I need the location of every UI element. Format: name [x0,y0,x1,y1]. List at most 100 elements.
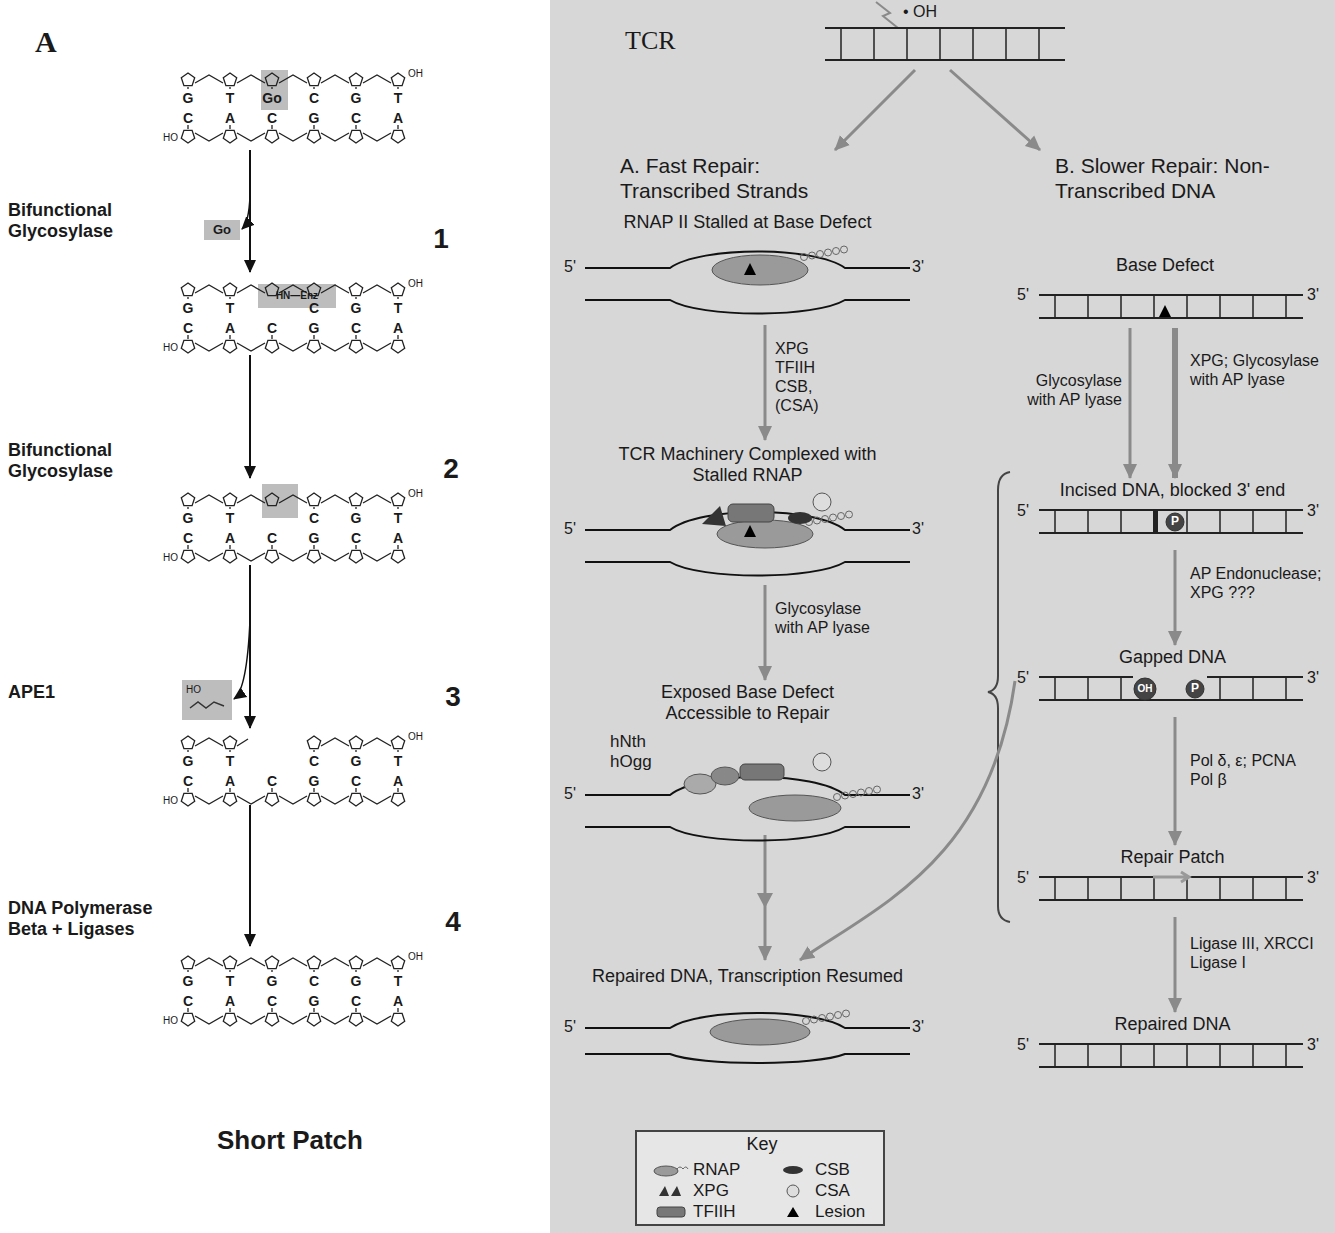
strand-end: HO [154,795,178,807]
phosphate-link [195,796,223,804]
base-letter: C [302,973,326,990]
drawing-stroke [187,87,188,89]
dna-strand [585,562,910,576]
csb-sample [783,1166,803,1174]
sugar-ring [391,956,404,969]
legend-sample [653,1183,689,1199]
strand-end: HO [154,342,178,354]
dna-strand [585,300,910,314]
connector-arrow [764,835,767,960]
stage-text: RNAP II Stalled at Base Defect [580,212,915,233]
base-pair-rung [873,28,875,60]
base-letter: G [344,300,368,317]
base-letter: T [218,90,242,107]
sugar-ring [307,73,320,86]
base-pair-rung [1120,877,1122,900]
rnap-sample [654,1166,678,1176]
sugar-ring [181,340,194,353]
base-pair-rung [1219,877,1221,900]
release-arrow [234,620,250,699]
legend-text: RNAP [693,1160,773,1180]
base-letter: C [176,993,200,1010]
legend-sample [775,1183,811,1199]
phosphate-link [237,958,265,966]
step-number: 4 [438,905,468,938]
sugar-ring [307,130,320,143]
drawing-stroke [187,750,188,752]
connector-arrow [950,70,1040,150]
connector-arrow [1174,917,1177,1012]
sugar-ring [181,956,194,969]
pathway-stage: TCR Machinery Complexed with Stalled RNA… [560,440,935,585]
base-letter: T [218,753,242,770]
sugar-ring [223,283,236,296]
base-pair-rung [1054,295,1056,318]
strand-end: OH [408,488,432,500]
sugar-ring [265,130,278,143]
sugar-ring [307,793,320,806]
sugar-ring [223,1013,236,1026]
phosphate-link [321,796,349,804]
strand-end: OH [408,951,432,963]
base-letter: G [176,90,200,107]
connector-arrow [1174,717,1177,845]
sugar-ring [307,1013,320,1026]
strand-end: 3' [912,785,932,804]
base-letter: A [386,320,410,337]
rna-chain [817,251,824,258]
base-letter: T [218,510,242,527]
phosphate-link [363,1016,391,1024]
edge-label: AP Endonuclease; XPG ??? [1190,565,1330,603]
drawing-stroke [1039,532,1303,534]
rnap-shape [710,1019,810,1045]
phosphate-link [363,796,391,804]
pathway-stage: A. Fast Repair: Transcribed StrandsRNAP … [560,150,935,325]
lesion-triangle [744,525,756,537]
base-pair-rung [1186,1044,1188,1067]
drawing-stroke [237,739,248,746]
base-pair-rung [1087,877,1089,900]
base-pair-rung [1005,28,1007,60]
strand-end: 3' [1307,1036,1327,1055]
sugar-ring [265,340,278,353]
step-number: 3 [438,680,468,713]
sugar-ring [349,283,362,296]
base-letter: C [344,320,368,337]
pathway-stage: Exposed Base Defect Accessible to Repair… [560,680,935,835]
phosphate-link [237,495,265,503]
edge-label: XPG TFIIH CSB, (CSA) [775,340,847,416]
drawing-stroke [229,87,230,89]
strand-end: 3' [912,1018,932,1037]
stage-heading: Repaired DNA [1015,1014,1330,1035]
drawing-stroke [187,507,188,509]
drawing-stroke [355,750,356,752]
strand-end: OH [408,68,432,80]
stage-heading: Repaired DNA, Transcription Resumed [575,966,920,987]
sugar-ring [349,340,362,353]
base-letter: C [260,110,284,127]
rna-chain [803,1018,810,1025]
drawing-stroke [397,297,398,299]
drawing-stroke [271,87,272,89]
released-base-box [204,220,240,240]
step-arrow [249,805,251,946]
base-letter: T [386,753,410,770]
sugar-ring [223,340,236,353]
strand-end: 5' [1017,669,1037,688]
stage-heading: TCR [625,26,715,57]
base-letter: A [218,320,242,337]
sugar-ring [349,73,362,86]
base-pair-rung [1120,1044,1122,1067]
strand-end: 3' [912,520,932,539]
base-letter: C [260,773,284,790]
phosphate-link [363,495,391,503]
base-pair-rung [1219,510,1221,533]
end-group-label: P [1188,681,1202,695]
stage-heading: Gapped DNA [1015,647,1330,668]
drawing-stroke [1039,294,1303,296]
strand-end: OH [408,731,432,743]
legend-sample [653,1162,689,1178]
drawing-stroke [313,750,314,752]
rna-chain [866,788,873,795]
